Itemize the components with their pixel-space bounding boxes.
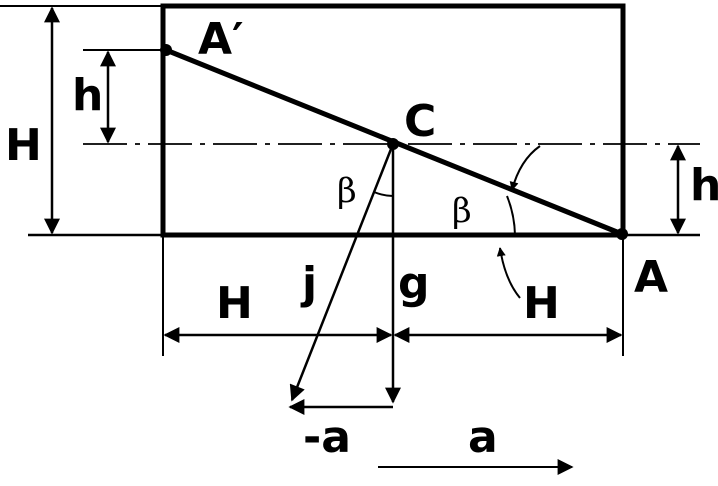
label-beta-C: β (337, 171, 357, 211)
label-h-left: h (72, 70, 103, 121)
label-g: g (398, 258, 430, 309)
leader-arc-H (509, 145, 541, 191)
label-H-left: H (5, 120, 42, 171)
label-minus-a: -a (303, 412, 351, 463)
point-A (616, 228, 628, 240)
label-H-arc: H (523, 278, 560, 329)
label-A: A (634, 252, 668, 303)
label-H-bottom-left: H (216, 278, 253, 329)
label-beta-line: β (452, 191, 472, 231)
label-j: j (300, 258, 317, 309)
label-a: a (468, 412, 498, 463)
label-A-prime: A′ (198, 14, 244, 65)
angle-arc-beta-C (373, 191, 394, 197)
label-h-right: h (690, 160, 718, 211)
vector-j (289, 143, 395, 402)
point-A-prime (160, 44, 172, 56)
angle-arc-beta-line (506, 195, 516, 236)
leader-arc-H-lower (496, 247, 521, 299)
label-C: C (404, 96, 436, 147)
